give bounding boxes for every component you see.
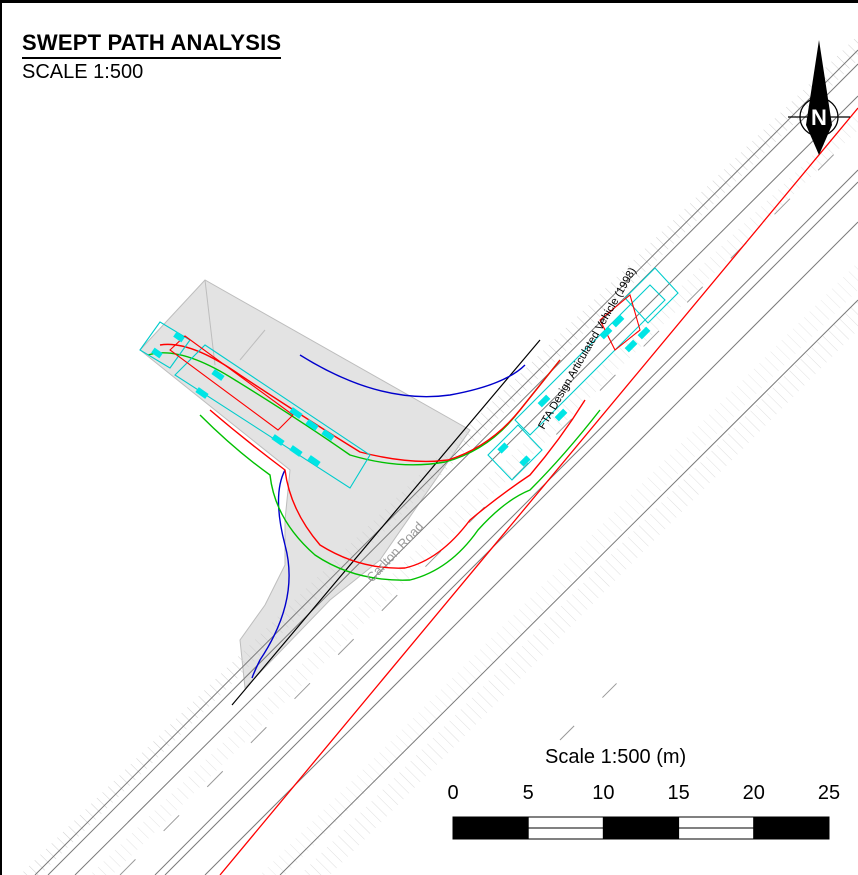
swept-path — [147, 343, 601, 581]
scale-tick-label: 5 — [523, 782, 534, 804]
road-lines — [34, 49, 858, 875]
north-arrow-letter: N — [811, 105, 827, 130]
scale-tick-label: 25 — [818, 782, 840, 804]
scale-tick-label: 15 — [667, 782, 689, 804]
scale-bar-ticks: 0 5 10 15 20 25 — [447, 782, 840, 804]
scale-tick-label: 10 — [592, 782, 614, 804]
scale-tick-label: 0 — [447, 782, 458, 804]
scale-bar: Scale 1:500 (m) 0 5 10 15 20 25 — [447, 746, 840, 840]
centre-line — [119, 129, 858, 875]
vehicle-right — [487, 267, 679, 481]
scale-tick-label: 20 — [743, 782, 765, 804]
footway-hatching — [20, 35, 858, 875]
north-arrow: N — [788, 40, 850, 155]
scale-bar-blocks — [452, 816, 830, 840]
drawing-title: SWEPT PATH ANALYSIS — [22, 30, 282, 59]
kerb-lines — [251, 354, 526, 679]
drawing-scale: SCALE 1:500 — [22, 61, 144, 83]
vehicle-outlines — [139, 267, 679, 489]
scale-bar-caption: Scale 1:500 (m) — [545, 746, 686, 768]
vehicle-left — [139, 321, 371, 489]
site-boundary-line — [219, 107, 858, 875]
title-block: SWEPT PATH ANALYSIS SCALE 1:500 — [22, 30, 282, 84]
